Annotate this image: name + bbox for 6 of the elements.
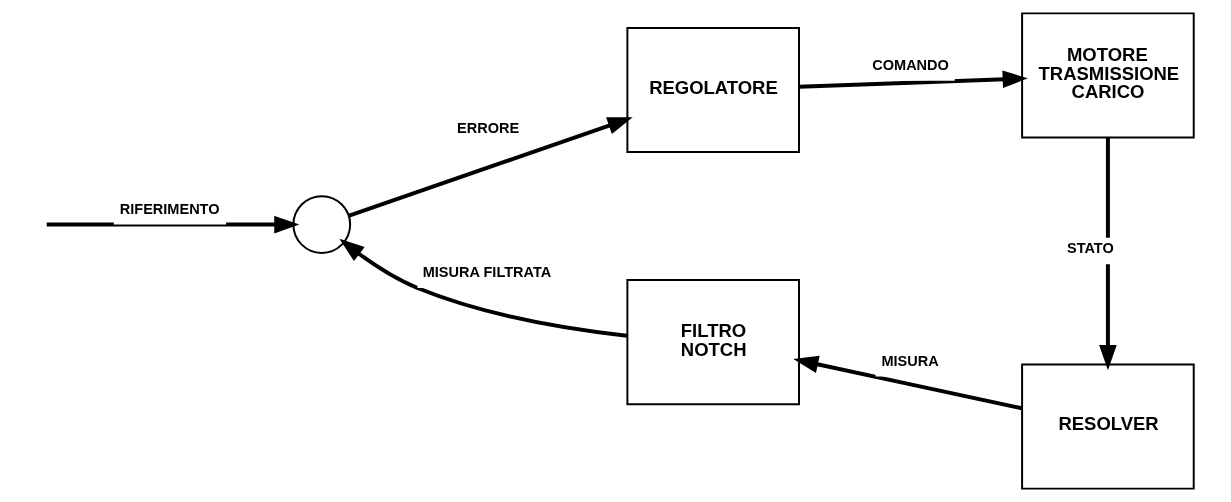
edge-label: STATO bbox=[1066, 240, 1114, 257]
edge-label: COMANDO bbox=[872, 56, 949, 73]
edge-label: RIFERIMENTO bbox=[119, 200, 220, 217]
edge-label: MISURA bbox=[881, 352, 939, 369]
edge-label: ERRORE bbox=[457, 120, 520, 137]
edge-label: MISURA FILTRATA bbox=[422, 264, 552, 281]
